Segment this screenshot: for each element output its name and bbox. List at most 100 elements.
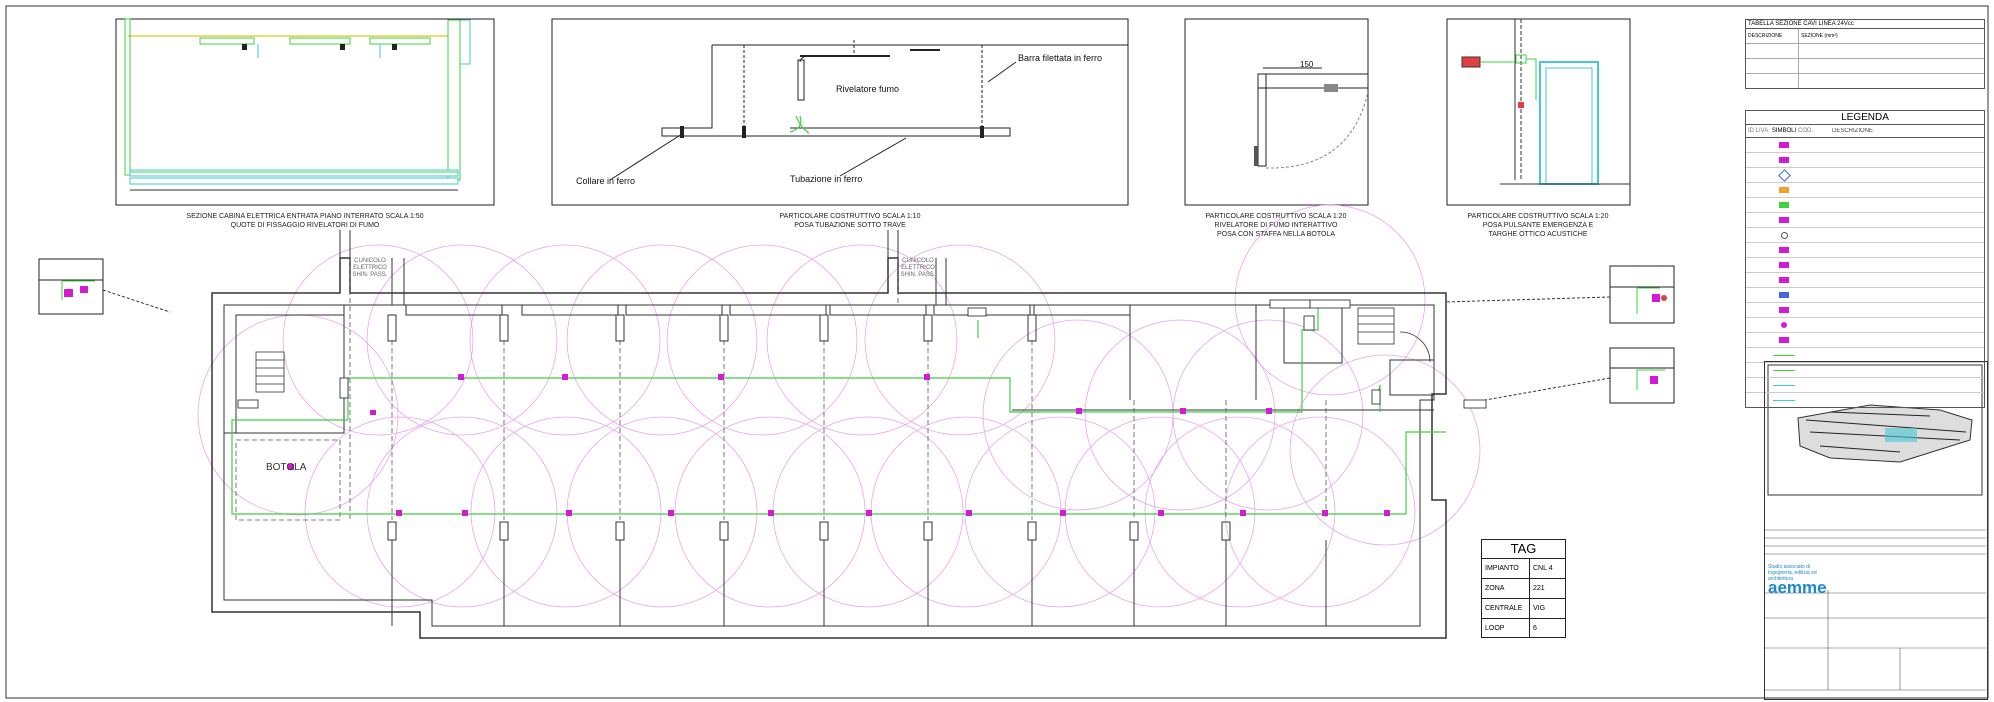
legend-header: ID LIVA SIMBOLI COD. DESCRIZIONE [1746,125,1984,138]
legend-symbol-cell [1770,157,1798,163]
tag-key: LOOP [1482,619,1530,638]
caption-line: PARTICOLARE COSTRUTTIVO SCALA 1:20 [1467,213,1609,220]
label-rivelatore: Rivelatore fumo [836,84,900,94]
magenta-box-icon [1779,307,1789,313]
detectors [288,374,1390,516]
legend-row [1746,228,1984,243]
table-cell [1746,59,1799,73]
legend-symbol-cell [1770,217,1798,223]
magenta-box-icon [1779,337,1789,343]
legend-col: SIMBOLI [1771,128,1797,134]
detail-section-cabina [115,18,495,206]
green-line-icon [1773,354,1795,356]
legend-row [1746,273,1984,288]
cunicolo-label: CUNICOLO ELETTRICO SHIN. PASS. [340,258,400,279]
company-logo: aemme [1768,578,1827,597]
caption-line: QUOTE DI FISSAGGIO RIVELATORI DI FUMO [230,222,380,229]
blue-diamond-icon [1777,168,1791,182]
detail2-caption: PARTICOLARE COSTRUTTIVO SCALA 1:10 POSA … [700,212,1000,230]
legend-row [1746,318,1984,333]
detail3-caption: PARTICOLARE COSTRUTTIVO SCALA 1:20 RIVEL… [1196,212,1356,239]
legend-title: LEGENDA [1746,111,1984,125]
tag-key: ZONA [1482,579,1530,598]
section-table: TABELLA SEZIONE CAVI LINEA 24Vcc DESCRIZ… [1745,19,1985,89]
cunicolo-line: CUNICOLO [902,258,934,264]
legend-row [1746,153,1984,168]
caption-line: POSA CON STAFFA NELLA BOTOLA [1216,231,1335,238]
cyan-line-icon [1773,384,1795,386]
callout-left [38,258,171,315]
magenta-box-icon [1779,277,1789,283]
legend-symbol-cell [1770,247,1798,253]
section-table-title: TABELLA SEZIONE CAVI LINEA 24Vcc [1746,20,1984,29]
detail-pulsante-emergenza [1446,18,1631,206]
legend-col: ID LIVA [1748,128,1769,134]
cyan-line-icon [1773,399,1795,401]
caption-line: PARTICOLARE COSTRUTTIVO SCALA 1:10 [779,213,921,220]
legend-symbol-cell [1770,369,1798,371]
table-cell: DESCRIZIONE [1746,29,1799,43]
detail1-caption: SEZIONE CABINA ELETTRICA ENTRATA PIANO I… [130,212,480,230]
legend-row [1746,288,1984,303]
legend-row [1746,393,1984,407]
table-cell [1799,59,1801,73]
sheet-frame [5,5,1989,699]
magenta-box-icon [1779,217,1789,223]
legend-symbol-cell [1770,142,1798,148]
label-collare: Collare in ferro [576,176,636,186]
table-cell [1746,44,1799,58]
dimension-label: 150 [1300,60,1314,69]
detail-rivelatore-botola [1184,18,1369,206]
green-line-icon [1773,369,1795,371]
legend-row [1746,183,1984,198]
caption-line: RIVELATORE DI FUMO INTERATTIVO [1214,222,1338,229]
legend-symbol-cell [1770,354,1798,356]
location-map [1767,364,1983,496]
legend-col: DESCRIZIONE [1832,128,1874,134]
botola-label: BOTOLA [266,462,307,473]
cunicolo-line: ELETTRICO [901,265,935,271]
cunicolo-line: SHIN. PASS. [352,272,388,278]
tag-key: CENTRALE [1482,599,1530,618]
stairs [255,307,1431,393]
legend-table: LEGENDA ID LIVA SIMBOLI COD. DESCRIZIONE [1745,110,1985,408]
detail-posa-tubazione [551,18,1129,206]
blue-cross-icon [1779,292,1789,298]
legend-row [1746,258,1984,273]
magenta-box-icon [1779,247,1789,253]
legend-symbol-cell [1770,337,1798,343]
table-row [1746,59,1984,74]
tag-key: IMPIANTO [1482,559,1530,578]
cunicolo-line: CUNICOLO [354,258,386,264]
callout-right-bottom [1484,347,1675,404]
label-tubazione: Tubazione in ferro [790,174,863,184]
legend-row [1746,363,1984,378]
legend-symbol-cell [1770,202,1798,208]
legend-symbol-cell [1770,187,1798,193]
legend-symbol-cell [1770,168,1798,182]
legend-row [1746,333,1984,348]
table-cell [1799,74,1801,88]
small-circle-icon [1780,231,1788,239]
caption-line: POSA TUBAZIONE SOTTO TRAVE [794,222,906,229]
titleblock-grid [1764,529,1986,691]
legend-symbol-cell [1770,292,1798,298]
legend-symbol-cell [1770,262,1798,268]
magenta-dot-icon [1781,322,1787,328]
tables-column: TABELLA SEZIONE CAVI LINEA 24Vcc DESCRIZ… [1745,19,1985,408]
cunicolo-label: CUNICOLO ELETTRICO SHIN. PASS. [888,258,948,279]
tag-value: VIG [1533,605,1546,612]
magenta-box-icon [1779,262,1789,268]
magenta-detector-icon [1779,142,1789,148]
legend-rows [1746,138,1984,407]
title-block: Studio associato di Ingegneria, edilizia… [1764,361,1988,700]
legend-row [1746,198,1984,213]
legend-symbol-cell [1770,231,1798,239]
legend-symbol-cell [1770,277,1798,283]
caption-line: PARTICOLARE COSTRUTTIVO SCALA 1:20 [1205,213,1347,220]
